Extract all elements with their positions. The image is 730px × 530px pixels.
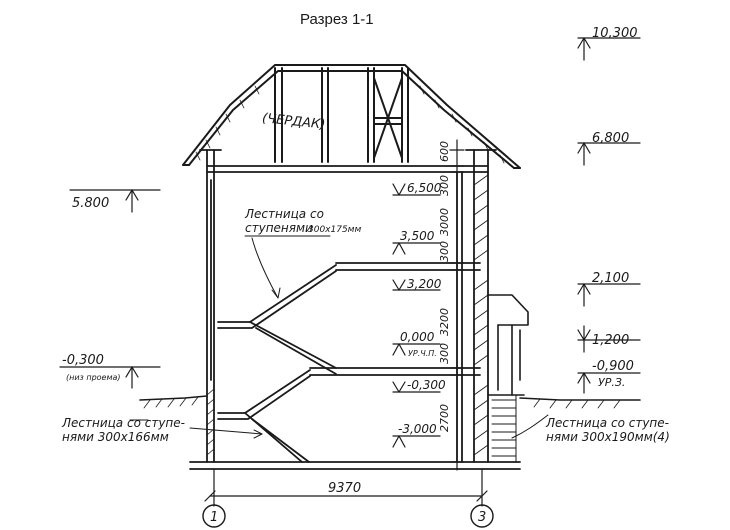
lower-right-stair-note-line1: Лестница со ступе- <box>545 416 669 430</box>
dim-2700: 2700 <box>438 404 451 432</box>
interior-level-labels: 6,500 3,500 3,200 0,000 УР.Ч.П. -0,300 -… <box>398 181 446 436</box>
right-level-marks <box>577 37 641 394</box>
lower-left-stair-note: Лестница со ступе- нями 300х166мм <box>61 416 185 444</box>
dim-9370: 9370 <box>328 481 361 496</box>
level-minus-0300-note: (низ проема) <box>66 373 121 382</box>
interior-level-marks <box>392 183 441 448</box>
dim-300-top: 300 <box>438 175 451 196</box>
level-minus-0300-interior: -0,300 <box>407 378 446 392</box>
dim-3000: 3000 <box>438 208 451 236</box>
dim-300-low: 300 <box>438 343 451 364</box>
axis-marker-3: 3 <box>470 504 494 528</box>
lower-left-stair-note-line2: нями 300х166мм <box>62 430 169 444</box>
level-minus-0900-note: УР.З. <box>598 376 625 389</box>
upper-stair-note-line2: ступенями <box>245 221 313 235</box>
level-minus-0900: -0,900 <box>592 359 634 374</box>
level-5800: 5.800 <box>72 196 109 211</box>
vertical-dimensions: 600 300 3000 300 3200 300 2700 <box>438 141 451 432</box>
level-6800: 6,800 <box>592 131 629 146</box>
upper-stair-note-size: 300х175мм <box>308 225 361 235</box>
overall-dimension <box>204 469 488 507</box>
lower-right-stair-note-line2: нями 300х190мм(4) <box>546 430 670 444</box>
level-1200: 1,200 <box>592 333 629 348</box>
floor-slabs <box>189 165 521 470</box>
right-wall-hatch <box>473 174 489 456</box>
dim-600: 600 <box>438 141 451 162</box>
ground-line <box>139 395 641 401</box>
level-minus-0300-left: -0,300 <box>62 353 104 368</box>
attic-label: (ЧЕРДАК) <box>261 111 326 133</box>
ground-hatch <box>143 396 621 409</box>
level-10300: 10,300 <box>592 26 638 41</box>
entrance-steps <box>491 394 517 463</box>
roof-hatch <box>195 85 505 164</box>
walls <box>199 149 497 463</box>
vertical-dimension-line <box>449 139 465 471</box>
roof <box>182 64 521 169</box>
axis-3-label: 3 <box>478 510 486 525</box>
lower-right-stair-note: Лестница со ступе- нями 300х190мм(4) <box>545 416 670 444</box>
upper-stair-note: Лестница со ступенями 300х175мм <box>244 207 361 235</box>
drawing-title: Разрез 1-1 <box>300 11 374 28</box>
axis-marker-1: 1 <box>202 504 226 528</box>
stair-leaders <box>129 235 549 439</box>
left-basement-wall-hatch <box>206 388 215 456</box>
lower-left-stair-note-line1: Лестница со ступе- <box>61 416 185 430</box>
porch <box>487 294 529 396</box>
stairs <box>217 264 337 463</box>
left-level-marks <box>59 189 161 389</box>
level-0000-note: УР.Ч.П. <box>408 349 437 358</box>
level-0000: 0,000 <box>400 330 435 344</box>
level-minus-3000: -3,000 <box>398 422 437 436</box>
level-2100: 2,100 <box>592 271 629 286</box>
upper-stair-note-line1: Лестница со <box>244 207 324 221</box>
axis-1-label: 1 <box>210 510 218 525</box>
level-3200: 3,200 <box>407 277 442 291</box>
level-3500: 3,500 <box>400 229 435 243</box>
dim-3200: 3200 <box>438 308 451 336</box>
dim-300-mid: 300 <box>438 241 451 262</box>
level-6500: 6,500 <box>407 181 442 195</box>
